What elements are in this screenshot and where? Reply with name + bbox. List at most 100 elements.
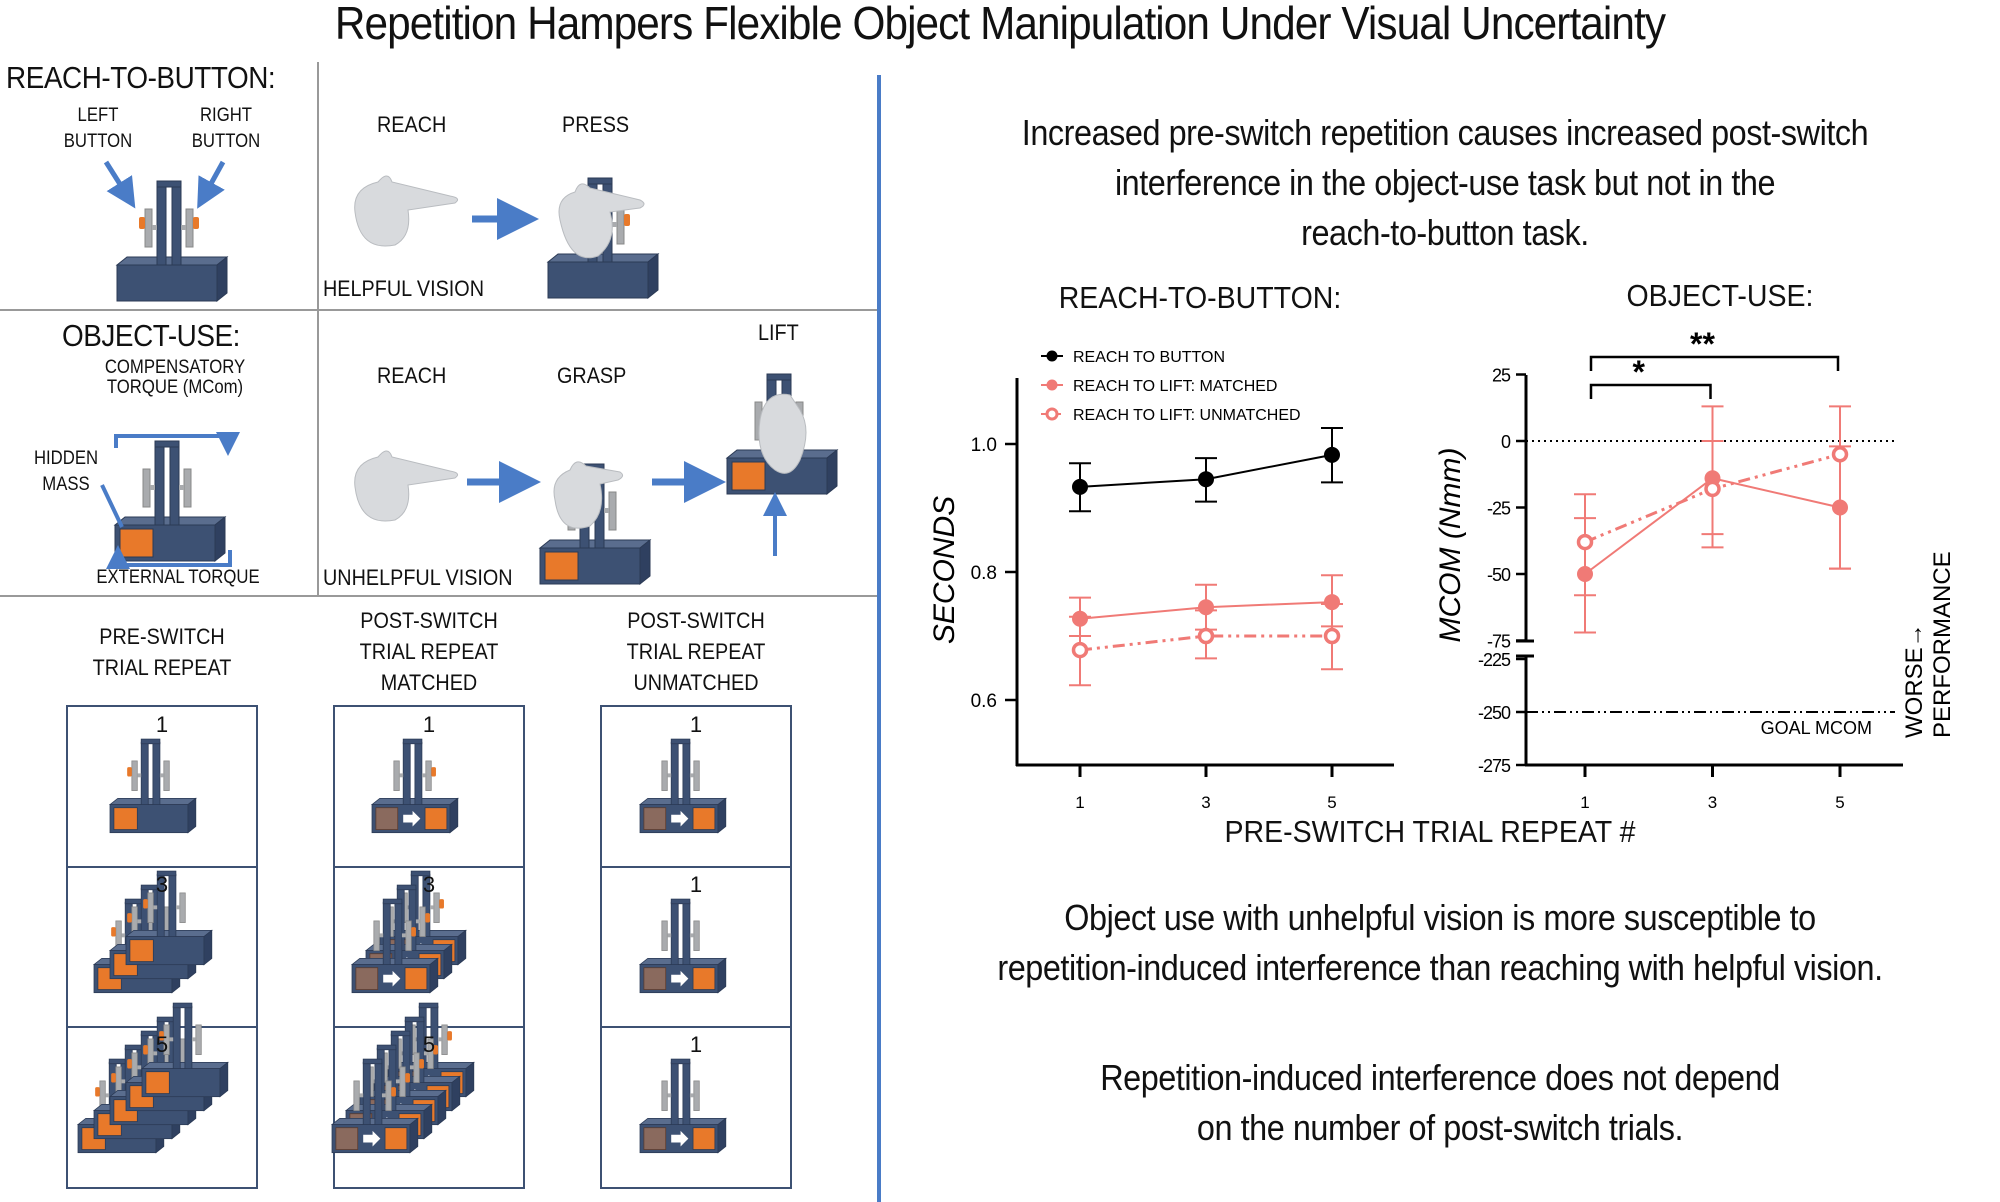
column-header-line: TRIAL REPEAT xyxy=(92,655,232,680)
data-point xyxy=(1704,480,1721,498)
right-button-arrow-icon xyxy=(197,160,226,209)
y-tick-label: -75 xyxy=(1487,632,1511,652)
y-tick-label: -50 xyxy=(1487,565,1511,585)
trial-cell-count: 1 xyxy=(422,712,436,737)
reach-button-object-icon xyxy=(116,180,228,302)
post-switch-matched-column-header: POST-SWITCH TRIAL REPEAT MATCHED xyxy=(339,605,519,698)
press-object-icon xyxy=(547,177,659,299)
hand-lift-icon xyxy=(758,393,807,474)
data-point xyxy=(1071,641,1089,659)
y-tick-label: 0.8 xyxy=(971,563,997,584)
data-point xyxy=(1324,446,1340,463)
grasp-object-icon xyxy=(539,463,651,585)
series-reach-to-lift-unmatched xyxy=(1574,405,1851,597)
conclusion-2: Repetition-induced interference does not… xyxy=(936,1053,1944,1153)
trial-cell-count: 1 xyxy=(689,872,703,897)
trial-cell-count: 5 xyxy=(422,1032,436,1057)
reach-step-label: REACH xyxy=(377,112,447,137)
shift-arrow-icon xyxy=(671,1130,689,1147)
external-torque-label: EXTERNAL TORQUE xyxy=(96,567,260,588)
hand-reach-icon xyxy=(354,175,459,247)
trial-object-icon xyxy=(639,898,727,994)
column-header-line: TRIAL REPEAT xyxy=(359,639,499,664)
y-tick-label: -250 xyxy=(1478,703,1511,723)
trial-object-icon xyxy=(125,870,213,966)
reach-chart-title: REACH-TO-BUTTON: xyxy=(1058,280,1342,315)
grasp-step-label: GRASP xyxy=(557,363,627,388)
legend-marker xyxy=(1045,407,1059,421)
column-header-line: PRE-SWITCH xyxy=(99,624,225,649)
trial-object-icon xyxy=(351,898,439,994)
x-tick-label: 5 xyxy=(1327,793,1336,812)
unhelpful-vision-label: UNHELPFUL VISION xyxy=(323,565,513,590)
performance-annotation: PERFORMANCE xyxy=(1929,551,1956,738)
compensatory-torque-arrow-icon xyxy=(114,432,240,456)
trial-cell-count: 1 xyxy=(155,712,169,737)
legend-label: REACH TO LIFT: MATCHED xyxy=(1073,378,1277,395)
significance-stars: * xyxy=(1633,354,1646,390)
trial-object-icon xyxy=(141,1002,229,1098)
figure-title: Repetition Hampers Flexible Object Manip… xyxy=(334,0,1666,49)
worse-annotation: WORSE→ xyxy=(1901,623,1928,738)
hand-reach-icon-2 xyxy=(354,450,459,522)
object-use-heading: OBJECT-USE: xyxy=(62,318,240,353)
lift-object-icon xyxy=(726,373,838,495)
y-tick-label: 1.0 xyxy=(971,435,997,456)
x-tick-label: 3 xyxy=(1708,793,1717,812)
y-tick-label: 0.6 xyxy=(971,691,997,712)
trial-cell-count: 1 xyxy=(689,1032,703,1057)
data-point xyxy=(1072,478,1088,495)
y-tick-label: -225 xyxy=(1478,650,1511,670)
lift-step-label: LIFT xyxy=(758,320,799,345)
significance-bracket xyxy=(1589,383,1712,399)
legend-marker xyxy=(1046,350,1058,362)
significance-stars: ** xyxy=(1690,326,1715,362)
data-point xyxy=(1198,471,1214,488)
right-button-label-line: RIGHT xyxy=(199,105,253,126)
trial-object-icon xyxy=(639,738,727,834)
conclusion-line: Object use with unhelpful vision is more… xyxy=(1064,897,1816,938)
trial-cell-count: 3 xyxy=(422,872,436,897)
right-button-label: RIGHT BUTTON xyxy=(191,103,261,155)
left-button-label-line: LEFT xyxy=(77,105,119,126)
column-header-line: UNMATCHED xyxy=(633,670,759,695)
conclusion-line: repetition-induced interference than rea… xyxy=(997,947,1883,988)
headline-line: Increased pre-switch repetition causes i… xyxy=(1021,112,1869,153)
trial-object-icon xyxy=(331,1058,419,1154)
trial-object-icons xyxy=(77,738,727,1154)
trial-object-icon xyxy=(371,738,459,834)
hidden-mass-pointer-icon xyxy=(100,484,124,528)
helpful-vision-label: HELPFUL VISION xyxy=(323,276,485,301)
goal-mcom-label: GOAL MCOM xyxy=(1761,718,1872,738)
series-reach-to-button xyxy=(1069,427,1343,513)
post-switch-unmatched-column-header: POST-SWITCH TRIAL REPEAT UNMATCHED xyxy=(606,605,786,698)
data-point xyxy=(1197,627,1215,645)
conclusion-1: Object use with unhelpful vision is more… xyxy=(936,893,1944,993)
shared-x-axis-label: PRE-SWITCH TRIAL REPEAT # xyxy=(1224,814,1636,849)
data-point xyxy=(1576,533,1594,551)
conclusion-line: on the number of post-switch trials. xyxy=(1196,1107,1684,1148)
y-tick-label: -25 xyxy=(1487,499,1511,519)
legend-marker xyxy=(1046,379,1058,391)
object-chart-title: OBJECT-USE: xyxy=(1626,278,1814,313)
hidden-mass-label-line: HIDDEN xyxy=(33,448,99,469)
y-tick-label: -275 xyxy=(1478,756,1511,776)
press-step-label: PRESS xyxy=(562,112,630,137)
trial-cell-count: 5 xyxy=(155,1032,169,1057)
hand-press-icon xyxy=(558,183,645,259)
compensatory-torque-label-line: COMPENSATORY xyxy=(104,357,246,378)
left-button-arrow-icon xyxy=(103,160,136,209)
y-tick-label: 25 xyxy=(1492,366,1511,386)
pre-switch-column-header: PRE-SWITCH TRIAL REPEAT xyxy=(72,621,252,683)
y-tick-label: 0 xyxy=(1501,432,1511,452)
y-axis-label: MCOM (Nmm) xyxy=(1434,448,1467,643)
trial-grid xyxy=(66,705,792,1189)
headline-finding: Increased pre-switch repetition causes i… xyxy=(946,108,1945,258)
trial-object-icon xyxy=(109,738,197,834)
left-button-label: LEFT BUTTON xyxy=(63,103,133,155)
headline-line: reach-to-button task. xyxy=(1301,212,1589,253)
